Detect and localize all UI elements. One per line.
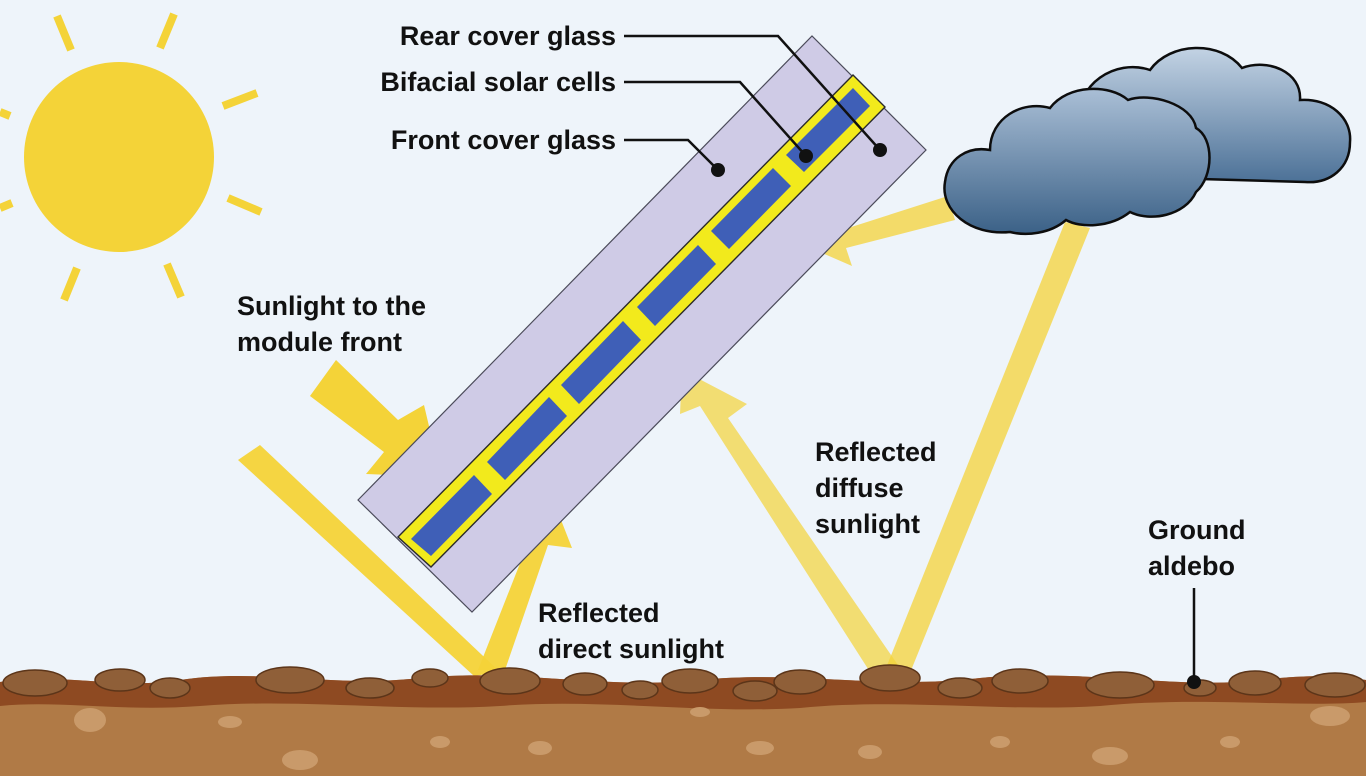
label-reflected-diffuse-1: Reflected bbox=[815, 437, 937, 467]
reflected-diffuse-beam bbox=[680, 370, 900, 672]
label-front-cover-glass: Front cover glass bbox=[391, 125, 616, 155]
sun-icon bbox=[0, 12, 263, 302]
soil-specks bbox=[74, 706, 1350, 770]
label-ground-1: Ground bbox=[1148, 515, 1245, 545]
light-beams bbox=[238, 196, 1090, 676]
label-sunlight-front-1: Sunlight to the bbox=[237, 291, 426, 321]
ground bbox=[0, 664, 1366, 776]
cells-leader bbox=[624, 80, 807, 157]
reflected-direct-beam bbox=[478, 497, 572, 670]
front-sunlight-arrow bbox=[310, 360, 441, 477]
label-reflected-diffuse-3: sunlight bbox=[815, 509, 920, 539]
rear-glass-leader bbox=[624, 34, 881, 151]
label-reflected-diffuse-2: diffuse bbox=[815, 473, 904, 503]
label-rear-cover-glass: Rear cover glass bbox=[400, 21, 616, 51]
solar-module bbox=[357, 35, 927, 613]
label-reflected-direct-2: direct sunlight bbox=[538, 634, 724, 664]
cloud-icon bbox=[943, 87, 1211, 236]
cloud-diffuse-beam bbox=[806, 196, 955, 266]
label-leaders bbox=[624, 34, 1196, 682]
label-reflected-direct-1: Reflected bbox=[538, 598, 660, 628]
label-dots bbox=[711, 143, 887, 177]
incident-beam bbox=[238, 445, 500, 676]
front-glass-leader bbox=[624, 138, 719, 171]
ground-dot bbox=[1187, 675, 1201, 689]
solar-cells bbox=[411, 88, 870, 556]
label-sunlight-front-2: module front bbox=[237, 327, 402, 357]
label-ground-2: aldebo bbox=[1148, 551, 1235, 581]
cloud-to-ground-beam bbox=[886, 222, 1090, 668]
label-bifacial-solar-cells: Bifacial solar cells bbox=[380, 67, 616, 97]
